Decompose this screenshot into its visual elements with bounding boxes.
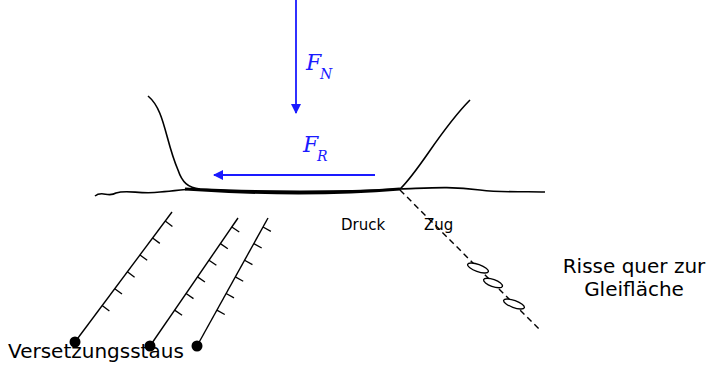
normal-force-arrow: [295, 0, 297, 113]
contact-zone: [185, 189, 400, 193]
upper-body: [148, 96, 470, 191]
cracks: [466, 261, 525, 311]
dislocation-pileups: [70, 212, 271, 352]
crack-line: [400, 190, 540, 330]
zone-label: Druck: [341, 217, 385, 234]
force-subscript: N: [320, 66, 332, 82]
force-symbol: F: [303, 132, 318, 157]
force-subscript: R: [317, 148, 328, 164]
lower-surface: [95, 188, 545, 196]
zone-label: Zug: [424, 217, 453, 234]
crack-label: Risse quer zur Gleifläche: [544, 255, 724, 301]
pileup-label: Versetzungsstaus: [8, 340, 184, 363]
friction-force-arrow: [214, 174, 375, 176]
force-symbol: F: [306, 50, 321, 75]
